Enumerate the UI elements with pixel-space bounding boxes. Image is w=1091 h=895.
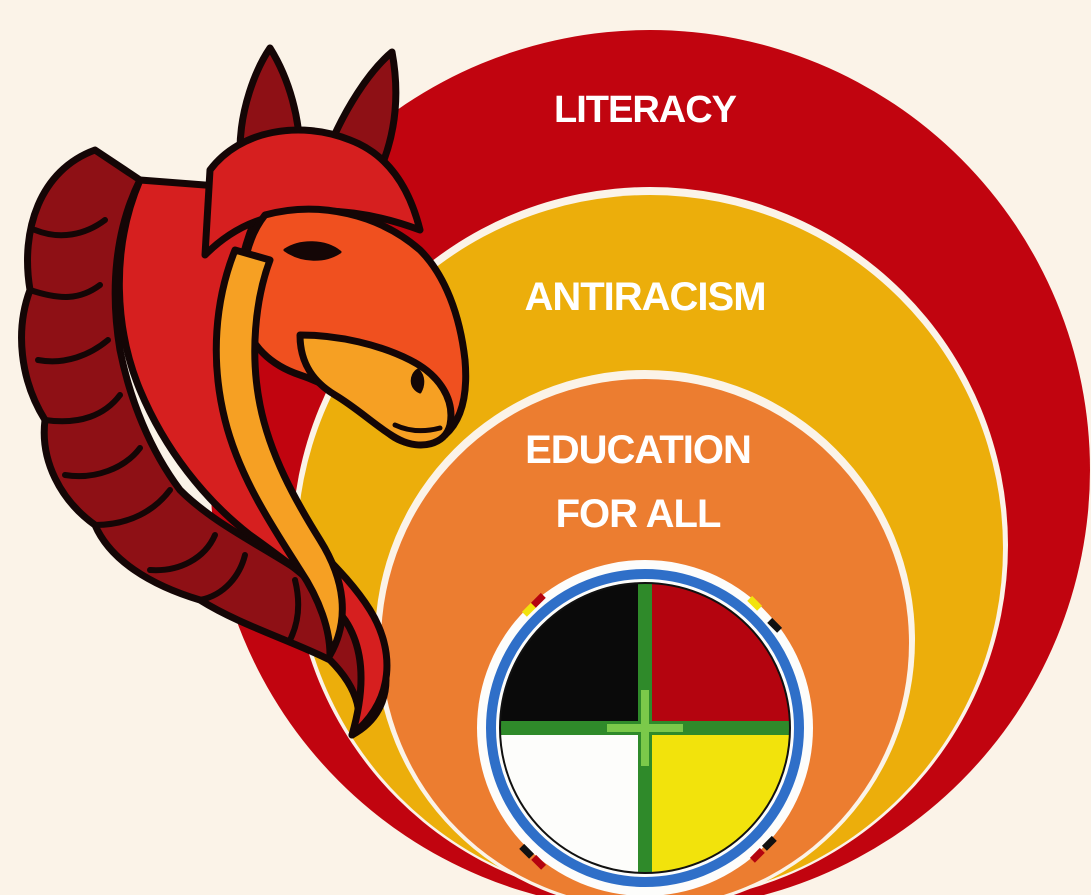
horse-neck-stripe [212,246,346,659]
horse-nostril [410,368,425,394]
horse-muzzle [296,331,455,449]
education-label-line2: FOR ALL [556,492,721,536]
wheel-bead-accents [519,592,783,870]
horse-eye [283,241,342,261]
medicine-wheel-blue-ring [486,569,804,887]
antiracism-label: ANTIRACISM [524,275,765,319]
education-label-line1: EDUCATION [525,428,751,472]
medicine-wheel [477,560,813,895]
horse-head-icon [18,44,470,739]
literacy-label: LITERACY [554,89,737,131]
